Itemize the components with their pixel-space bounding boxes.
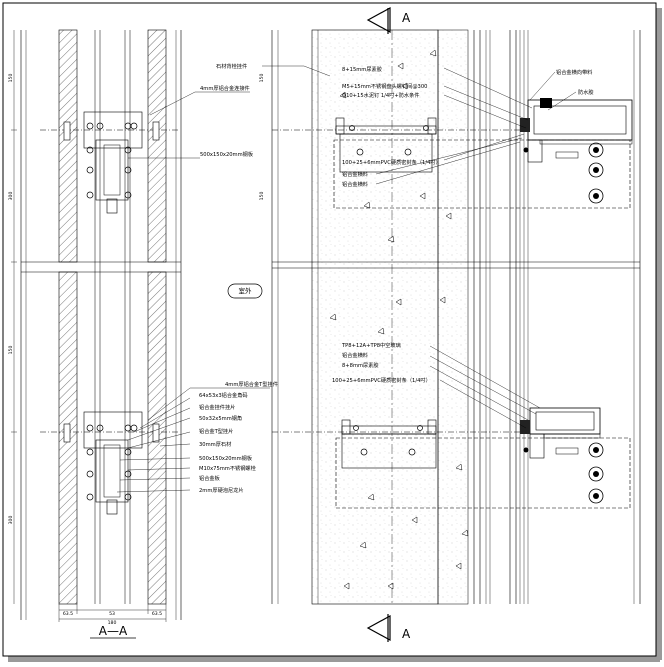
lower-bracket-node xyxy=(40,411,180,515)
section-mark-top: A xyxy=(402,11,411,25)
label-upper-right-8: 铝合金横料 xyxy=(342,170,368,178)
dim-total: 180 xyxy=(108,620,117,626)
label-lower-left-7: 500x150x20mm钢板 xyxy=(199,454,253,462)
concrete-wall xyxy=(311,29,439,605)
dim-center: 53 xyxy=(109,611,115,617)
label-upper-left-2: 500x150x20mm钢板 xyxy=(200,150,254,158)
lower-left-leaders xyxy=(116,387,270,493)
vdim-2: 300 xyxy=(8,192,14,201)
vertical-dimension-labels: 150 300 150 300 150 150 xyxy=(8,74,265,525)
section-title: A—A xyxy=(99,624,128,638)
label-upper-right-1: 石材背栓挂件 xyxy=(216,62,247,70)
label-upper-right-9: 铝合金横料 xyxy=(342,180,368,188)
label-lower-left-9: 铝合金板 xyxy=(199,474,221,482)
dim-left-outer: 63.5 xyxy=(63,611,73,617)
upper-right-leaders xyxy=(262,65,577,185)
vdim-4: 300 xyxy=(8,516,14,525)
frame-shadow-right xyxy=(656,8,662,660)
label-lower-right-2: 铝合金横料 xyxy=(342,351,368,359)
label-lower-left-1: 4mm厚铝合金T型挂件 xyxy=(225,380,278,388)
label-lower-left-4: 50x32x5mm钢角 xyxy=(199,414,242,422)
label-upper-left-1: 4mm厚铝合金连接件 xyxy=(200,84,250,92)
lower-window-node xyxy=(272,407,631,509)
label-lower-left-10: 2mm厚硬泡尼龙片 xyxy=(199,486,244,494)
section-mark-bottom: A xyxy=(402,627,411,641)
vdim-3: 150 xyxy=(8,346,14,355)
vdim-5: 150 xyxy=(259,74,265,83)
dim-right-outer: 63.5 xyxy=(152,611,162,617)
concrete-aggregate xyxy=(329,49,469,590)
label-upper-right-3: M5+15mm不锈钢盘头螺钉间@300 xyxy=(342,82,427,90)
label-upper-right-4: Φ10+15水泥钉 1/4吋+防水条件 xyxy=(342,91,419,99)
right-elevation-view xyxy=(271,29,641,605)
upper-bracket-node xyxy=(40,111,180,214)
label-lower-right-4: 100+25+6mmPVC硬质密封条（1/4吋） xyxy=(332,376,431,384)
label-lower-left-2: 64x53x3铝合金角码 xyxy=(199,391,248,399)
label-upper-right-7: 100+25+6mmPVC硬质密封条（1/4吋） xyxy=(342,158,441,166)
section-marker-top xyxy=(366,6,391,34)
section-marker-bottom xyxy=(366,614,391,642)
frame-shadow-bottom xyxy=(8,656,660,662)
stone-panel-upper-right xyxy=(147,29,167,263)
upper-window-node xyxy=(272,98,633,209)
lower-right-leaders xyxy=(429,345,541,429)
stone-panel-upper-left xyxy=(58,29,78,263)
outdoor-badge xyxy=(227,283,263,299)
vdim-6: 150 xyxy=(259,192,265,201)
label-upper-right-2: 8+15mm尿素胶 xyxy=(342,65,382,73)
label-upper-right-6: 防水胶 xyxy=(578,88,594,96)
label-lower-left-5: 铝合金T型挂片 xyxy=(199,427,233,435)
label-lower-left-8: M10x75mm不锈钢螺栓 xyxy=(199,464,257,472)
label-lower-right-3: 8+8mm尿素胶 xyxy=(342,361,379,369)
left-section-view xyxy=(11,29,182,639)
vdim-1: 150 xyxy=(8,74,14,83)
label-lower-left-6: 30mm厚石材 xyxy=(199,440,231,448)
label-lower-left-3: 铝合金挂件挂片 xyxy=(199,403,235,411)
label-lower-right-1: TP8+12A+TP8中空玻璃 xyxy=(341,341,401,349)
concrete-wall-edge xyxy=(437,29,469,605)
label-upper-right-5: 铝合金横向带料 xyxy=(556,68,592,76)
outdoor-label: 室外 xyxy=(239,286,253,295)
